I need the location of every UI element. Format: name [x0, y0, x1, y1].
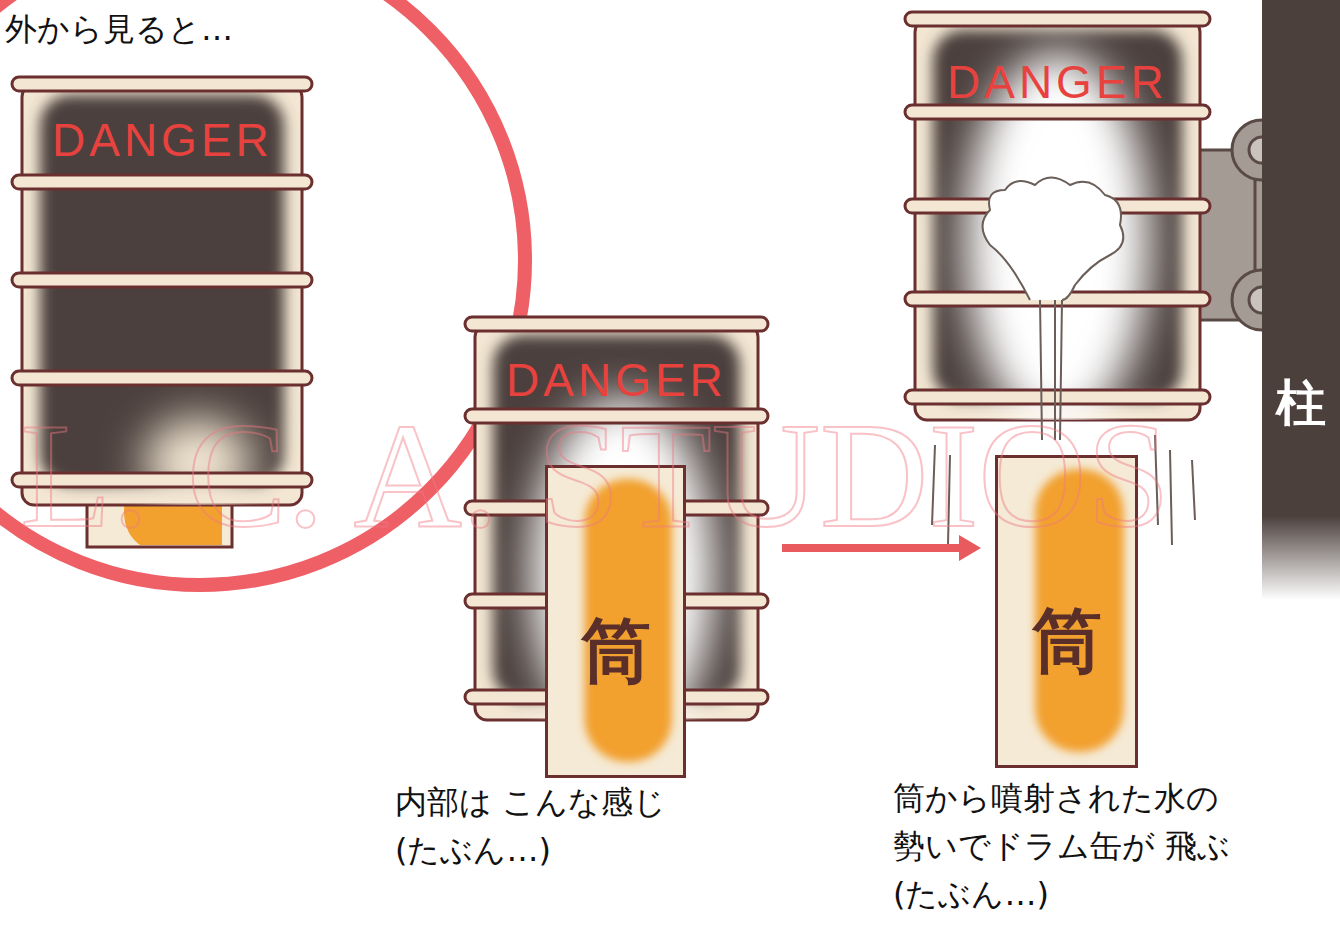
caption-note: 筒から噴射された水の 勢いでドラム缶が 飛ぶ (たぶん…): [893, 774, 1333, 918]
tube-label: 筒: [1032, 595, 1102, 689]
warning-label: DANGER: [947, 55, 1168, 109]
watermark: L. C. A. STUDIOS: [20, 389, 1170, 561]
warning-label: DANGER: [52, 113, 273, 167]
tube-label: 筒: [581, 605, 651, 699]
pillar-label: 柱: [1276, 370, 1326, 437]
drum: DANGER: [905, 10, 1210, 430]
note: 外から見ると…: [5, 8, 233, 52]
pillar: 柱: [1262, 0, 1340, 600]
pillar-shape: [1262, 0, 1340, 600]
caption-note: 内部は こんな感じ(たぶん…): [395, 778, 815, 874]
